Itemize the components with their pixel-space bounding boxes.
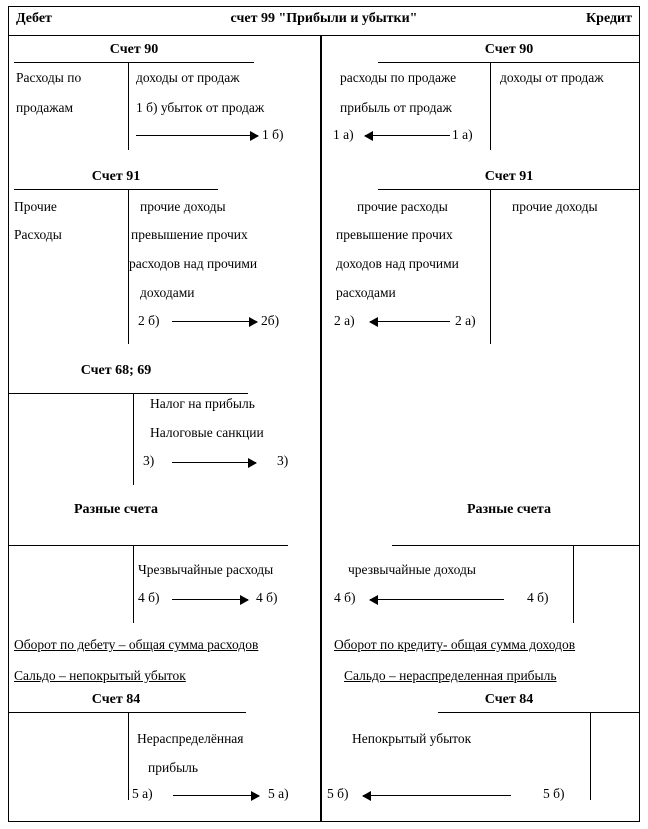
t-stem-schet-84-right <box>590 712 591 800</box>
debit-line: продажам <box>16 100 74 115</box>
debit-header: Дебет <box>16 11 52 26</box>
debit-line: доходов над прочими <box>336 256 459 271</box>
credit-line: превышение прочих <box>131 227 248 242</box>
block-title-schet-90-right: Счет 90 <box>484 42 534 57</box>
page-border <box>8 6 640 822</box>
arrow-end-label: 5 б) <box>543 786 565 801</box>
arrow-start-label: 2 б) <box>138 313 160 328</box>
arrow-start-label: 5 б) <box>327 786 349 801</box>
t-stem-raznye-right <box>573 545 574 623</box>
flow-arrow-5a <box>173 791 260 801</box>
flow-arrow-3 <box>172 458 257 468</box>
arrow-end-label: 3) <box>277 453 289 468</box>
debit-line: расходы по продаже <box>340 70 457 85</box>
arrow-start-label: 1 а) <box>333 127 354 142</box>
t-stem-schet-90-right <box>490 62 491 150</box>
debit-line: Расходы по <box>16 70 82 85</box>
t-rule-schet-91-right <box>378 189 640 190</box>
debit-line: расходами <box>336 285 396 300</box>
block-title-schet-90-left: Счет 90 <box>109 42 159 57</box>
flow-arrow-4b-right <box>369 595 504 605</box>
credit-line: Налог на прибыль <box>150 396 255 411</box>
t-rule-schet-90-left <box>14 62 254 63</box>
arrow-end-label: 4 б) <box>527 590 549 605</box>
t-stem-schet-90-left <box>128 62 129 150</box>
arrow-end-label: 2б) <box>261 313 280 328</box>
debit-line: прочие расходы <box>357 199 448 214</box>
block-title-schet-84-right: Счет 84 <box>484 692 534 707</box>
t-rule-schet-84-left <box>9 712 246 713</box>
block-title-raznye-scheta-left: Разные счета <box>74 502 158 517</box>
debit-turnover-summary: Оборот по дебету – общая сумма расходов <box>14 637 259 652</box>
debit-line: Прочие <box>14 199 57 214</box>
credit-line: Налоговые санкции <box>150 425 264 440</box>
block-title-schet-91-right: Счет 91 <box>484 169 534 184</box>
block-title-schet-68-69: Счет 68; 69 <box>80 363 152 378</box>
credit-line: прочие доходы <box>512 199 598 214</box>
t-stem-schet-68-69 <box>133 393 134 485</box>
block-title-schet-91-left: Счет 91 <box>91 169 141 184</box>
t-stem-schet-84-left <box>128 712 129 800</box>
t-rule-raznye-left <box>9 545 288 546</box>
arrow-start-label: 5 а) <box>132 786 153 801</box>
credit-header: Кредит <box>586 11 632 26</box>
flow-arrow-1b <box>136 131 259 141</box>
debit-line: Непокрытый убыток <box>352 731 472 746</box>
t-rule-schet-91-left <box>14 189 218 190</box>
credit-balance-summary: Сальдо – нераспределенная прибыль <box>344 668 557 683</box>
credit-line: Чрезвычайные расходы <box>138 562 274 577</box>
credit-line: расходов над прочими <box>129 256 258 271</box>
arrow-end-label: 5 а) <box>268 786 289 801</box>
t-stem-schet-91-right <box>490 189 491 344</box>
credit-line: прочие доходы <box>140 199 226 214</box>
debit-line: чрезвычайные доходы <box>348 562 476 577</box>
flow-arrow-2b <box>172 317 258 327</box>
t-stem-raznye-left <box>133 545 134 623</box>
flow-arrow-5b <box>362 791 511 801</box>
t-rule-schet-84-right <box>438 712 640 713</box>
flow-arrow-4b-left <box>172 595 249 605</box>
credit-turnover-summary: Оборот по кредиту- общая сумма доходов <box>334 637 576 652</box>
credit-line: доходами <box>140 285 195 300</box>
arrow-end-label: 1 а) <box>452 127 473 142</box>
page-title: счет 99 "Прибыли и убытки" <box>230 11 418 26</box>
credit-line: доходы от продаж <box>500 70 604 85</box>
center-divider <box>320 36 322 822</box>
credit-line: прибыль <box>148 760 199 775</box>
t-rule-schet-90-right <box>378 62 640 63</box>
debit-line: прибыль от продаж <box>340 100 452 115</box>
header-rule <box>8 35 640 36</box>
t-rule-schet-68-69 <box>9 393 248 394</box>
arrow-start-label: 2 а) <box>334 313 355 328</box>
arrow-start-label: 4 б) <box>138 590 160 605</box>
credit-line: Нераспределённая <box>137 731 244 746</box>
arrow-end-label: 4 б) <box>256 590 278 605</box>
t-stem-schet-91-left <box>128 189 129 344</box>
arrow-start-label: 4 б) <box>334 590 356 605</box>
block-title-raznye-scheta-right: Разные счета <box>467 502 551 517</box>
block-title-schet-84-left: Счет 84 <box>91 692 141 707</box>
credit-line: доходы от продаж <box>136 70 240 85</box>
credit-line: 1 б) убыток от продаж <box>136 100 265 115</box>
arrow-start-label: 3) <box>143 453 155 468</box>
flow-arrow-2a <box>369 317 450 327</box>
flow-arrow-1a <box>364 131 450 141</box>
debit-line: превышение прочих <box>336 227 453 242</box>
t-rule-raznye-right <box>392 545 640 546</box>
arrow-end-label: 2 а) <box>455 313 476 328</box>
arrow-end-label: 1 б) <box>262 127 284 142</box>
debit-line: Расходы <box>14 227 62 242</box>
debit-balance-summary: Сальдо – непокрытый убыток <box>14 668 186 683</box>
